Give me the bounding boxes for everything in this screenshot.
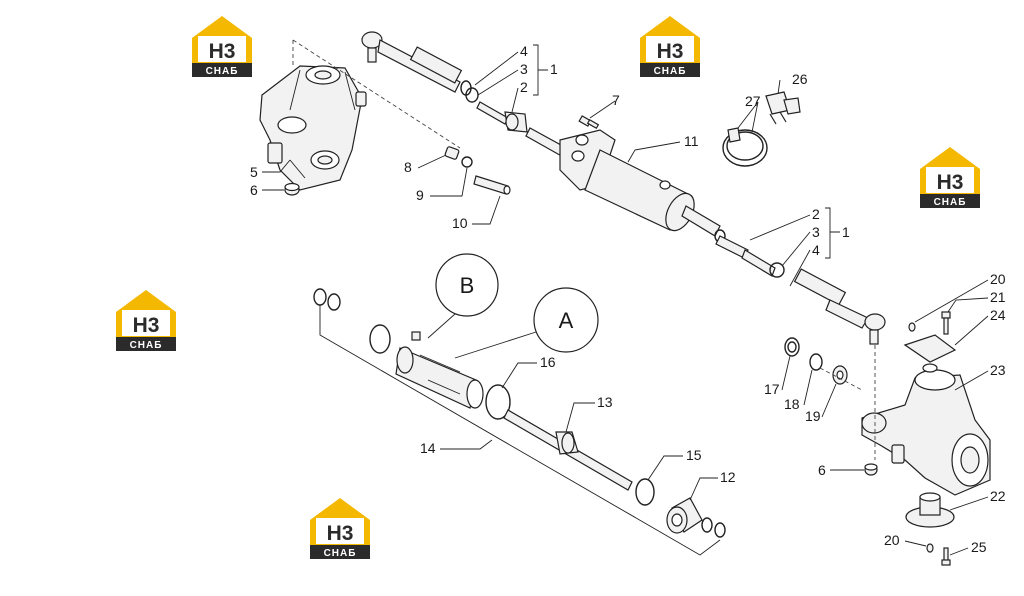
svg-text:H3: H3 (133, 314, 160, 337)
callout-2: 2 (812, 206, 820, 222)
bolt-21 (941, 311, 951, 335)
svg-text:СНАБ: СНАБ (324, 548, 357, 559)
svg-text:СНАБ: СНАБ (654, 66, 687, 77)
seal-17-18-19 (784, 337, 848, 385)
detail-label-a: A (559, 308, 574, 333)
callout-1: 1 (842, 224, 850, 240)
connector-26 (765, 91, 801, 125)
svg-text:H3: H3 (657, 40, 684, 63)
callout-6: 6 (250, 182, 258, 198)
callout-19: 19 (805, 408, 821, 424)
callout-14: 14 (420, 440, 436, 456)
detail-circle-b: B (427, 253, 499, 339)
detail-circle-a: A (454, 287, 599, 359)
watermark-logo: H3 СНАБ (192, 16, 252, 77)
watermark-logo: H3 СНАБ (310, 498, 370, 559)
callout-10: 10 (452, 215, 468, 231)
watermark-logo: H3 СНАБ (116, 290, 176, 351)
bolt-25-nipple-20 (926, 543, 951, 566)
svg-text:СНАБ: СНАБ (130, 340, 163, 351)
seal-rings-top (313, 288, 391, 354)
nipple-20-top (908, 322, 916, 332)
callout-5: 5 (250, 164, 258, 180)
steering-knuckle-left (259, 39, 461, 191)
svg-text:H3: H3 (327, 522, 354, 545)
callout-4: 4 (520, 43, 528, 59)
callout-3: 3 (812, 224, 820, 240)
tie-rod-right (793, 268, 886, 345)
callout-27: 27 (745, 93, 761, 109)
callout-23: 23 (990, 362, 1006, 378)
steering-cylinder (525, 127, 785, 278)
steering-knuckle-right (861, 369, 991, 496)
callout-26: 26 (792, 71, 808, 87)
callout-16: 16 (540, 354, 556, 370)
callout-12: 12 (720, 469, 736, 485)
callout-13: 13 (597, 394, 613, 410)
callout-18: 18 (784, 396, 800, 412)
callout-9: 9 (416, 187, 424, 203)
nut-left (284, 182, 300, 196)
callout-1: 1 (550, 61, 558, 77)
leader-lines (262, 44, 989, 556)
piston-rod (503, 409, 633, 491)
svg-text:СНАБ: СНАБ (206, 66, 239, 77)
callout-24: 24 (990, 307, 1006, 323)
detail-label-b: B (460, 273, 475, 298)
svg-text:H3: H3 (937, 171, 964, 194)
callout-22: 22 (990, 488, 1006, 504)
callout-8: 8 (404, 159, 412, 175)
tie-rod-left (361, 31, 528, 133)
callout-15: 15 (686, 447, 702, 463)
callout-labels: 4 3 2 1 5 6 7 8 9 10 11 2 3 4 1 26 27 16… (250, 43, 1006, 555)
svg-text:H3: H3 (209, 40, 236, 63)
callout-17: 17 (764, 381, 780, 397)
piston-housing (395, 331, 511, 420)
callout-11: 11 (684, 133, 699, 149)
callout-21: 21 (990, 289, 1006, 305)
callout-4: 4 (812, 242, 820, 258)
callout-6: 6 (818, 462, 826, 478)
flange-22 (905, 492, 955, 528)
cover-24 (903, 334, 957, 373)
bush-12 (666, 497, 726, 538)
callout-20: 20 (990, 271, 1006, 287)
callout-3: 3 (520, 61, 528, 77)
callout-7: 7 (612, 92, 620, 108)
assembly-bracket-14 (319, 305, 721, 556)
nut-right (864, 463, 878, 476)
watermark-logo: H3 СНАБ (920, 147, 980, 208)
seal-ring-15 (635, 478, 655, 506)
callout-25: 25 (971, 539, 987, 555)
callout-2: 2 (520, 79, 528, 95)
watermark-logo: H3 СНАБ (640, 16, 700, 77)
clamp-27 (722, 127, 768, 167)
axis-line-right (819, 345, 876, 460)
bolt-7 (578, 115, 600, 130)
callout-20: 20 (884, 532, 900, 548)
svg-text:СНАБ: СНАБ (934, 197, 967, 208)
pin-bush-parts (444, 146, 511, 195)
